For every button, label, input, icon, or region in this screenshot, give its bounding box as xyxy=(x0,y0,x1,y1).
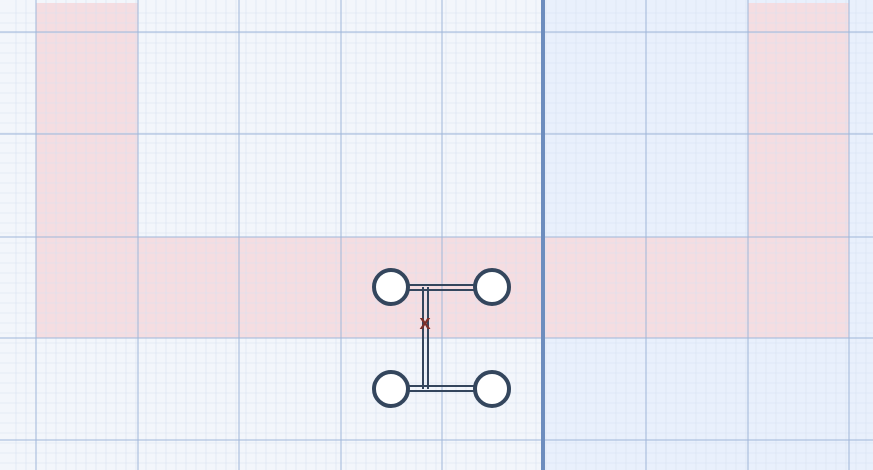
wheel-icon xyxy=(372,268,410,306)
highlight-region xyxy=(748,3,849,338)
wheel-icon xyxy=(473,370,511,408)
wheel-icon xyxy=(473,268,511,306)
center-marker-icon: x xyxy=(419,312,430,334)
wheel-icon xyxy=(372,370,410,408)
robot-chassis xyxy=(409,284,474,392)
robot-wheels xyxy=(372,268,511,408)
robot-icon[interactable]: x xyxy=(372,268,511,408)
